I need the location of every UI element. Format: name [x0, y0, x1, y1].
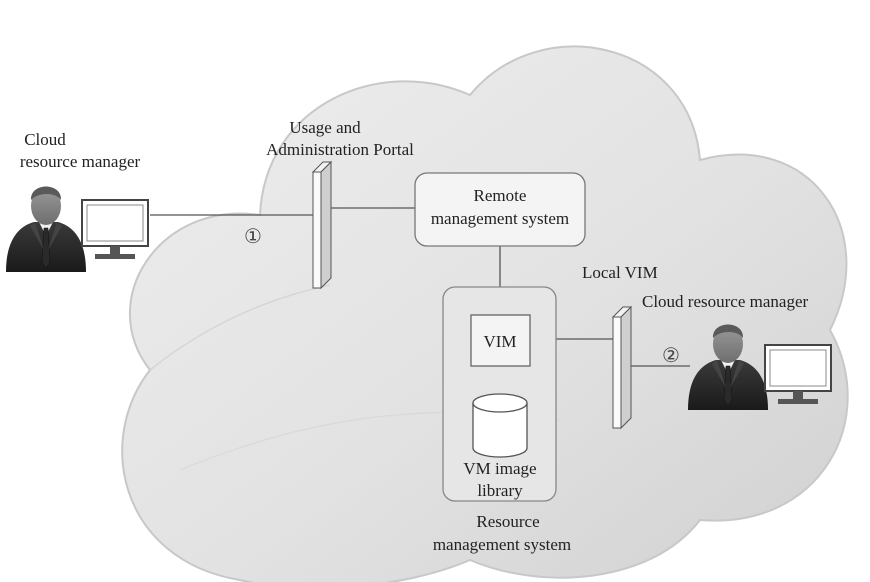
right-manager-label: Cloud resource manager [642, 292, 809, 311]
remote-management-box [414, 172, 586, 247]
portal-label-line2: Administration Portal [266, 140, 414, 159]
remote-management-label-line2: management system [431, 209, 569, 228]
left-manager-label-line2: resource manager [19, 152, 141, 171]
vm-library-label-line1: VM image [463, 459, 536, 478]
left-monitor-icon [81, 199, 149, 259]
right-manager-person-icon [688, 324, 768, 410]
vim-box [470, 314, 531, 367]
resource-management-label-line2: management system [432, 535, 572, 554]
marker-1: ① [244, 226, 262, 248]
portal-label-line1: Usage and [289, 118, 361, 137]
local-vim-bar [611, 305, 633, 430]
database-icon [472, 393, 528, 458]
portal-bar [311, 160, 333, 290]
left-manager-person-icon [6, 186, 86, 272]
left-manager-label-line1: Cloud [24, 130, 66, 149]
local-vim-label: Local VIM [582, 263, 658, 282]
marker-2: ② [662, 345, 680, 367]
right-monitor-icon [764, 344, 832, 404]
resource-management-label-line1: Resource [476, 512, 540, 531]
vm-library-label-line2: library [477, 481, 523, 500]
remote-management-label-line1: Remote [474, 186, 527, 205]
vim-label: VIM [483, 332, 516, 351]
